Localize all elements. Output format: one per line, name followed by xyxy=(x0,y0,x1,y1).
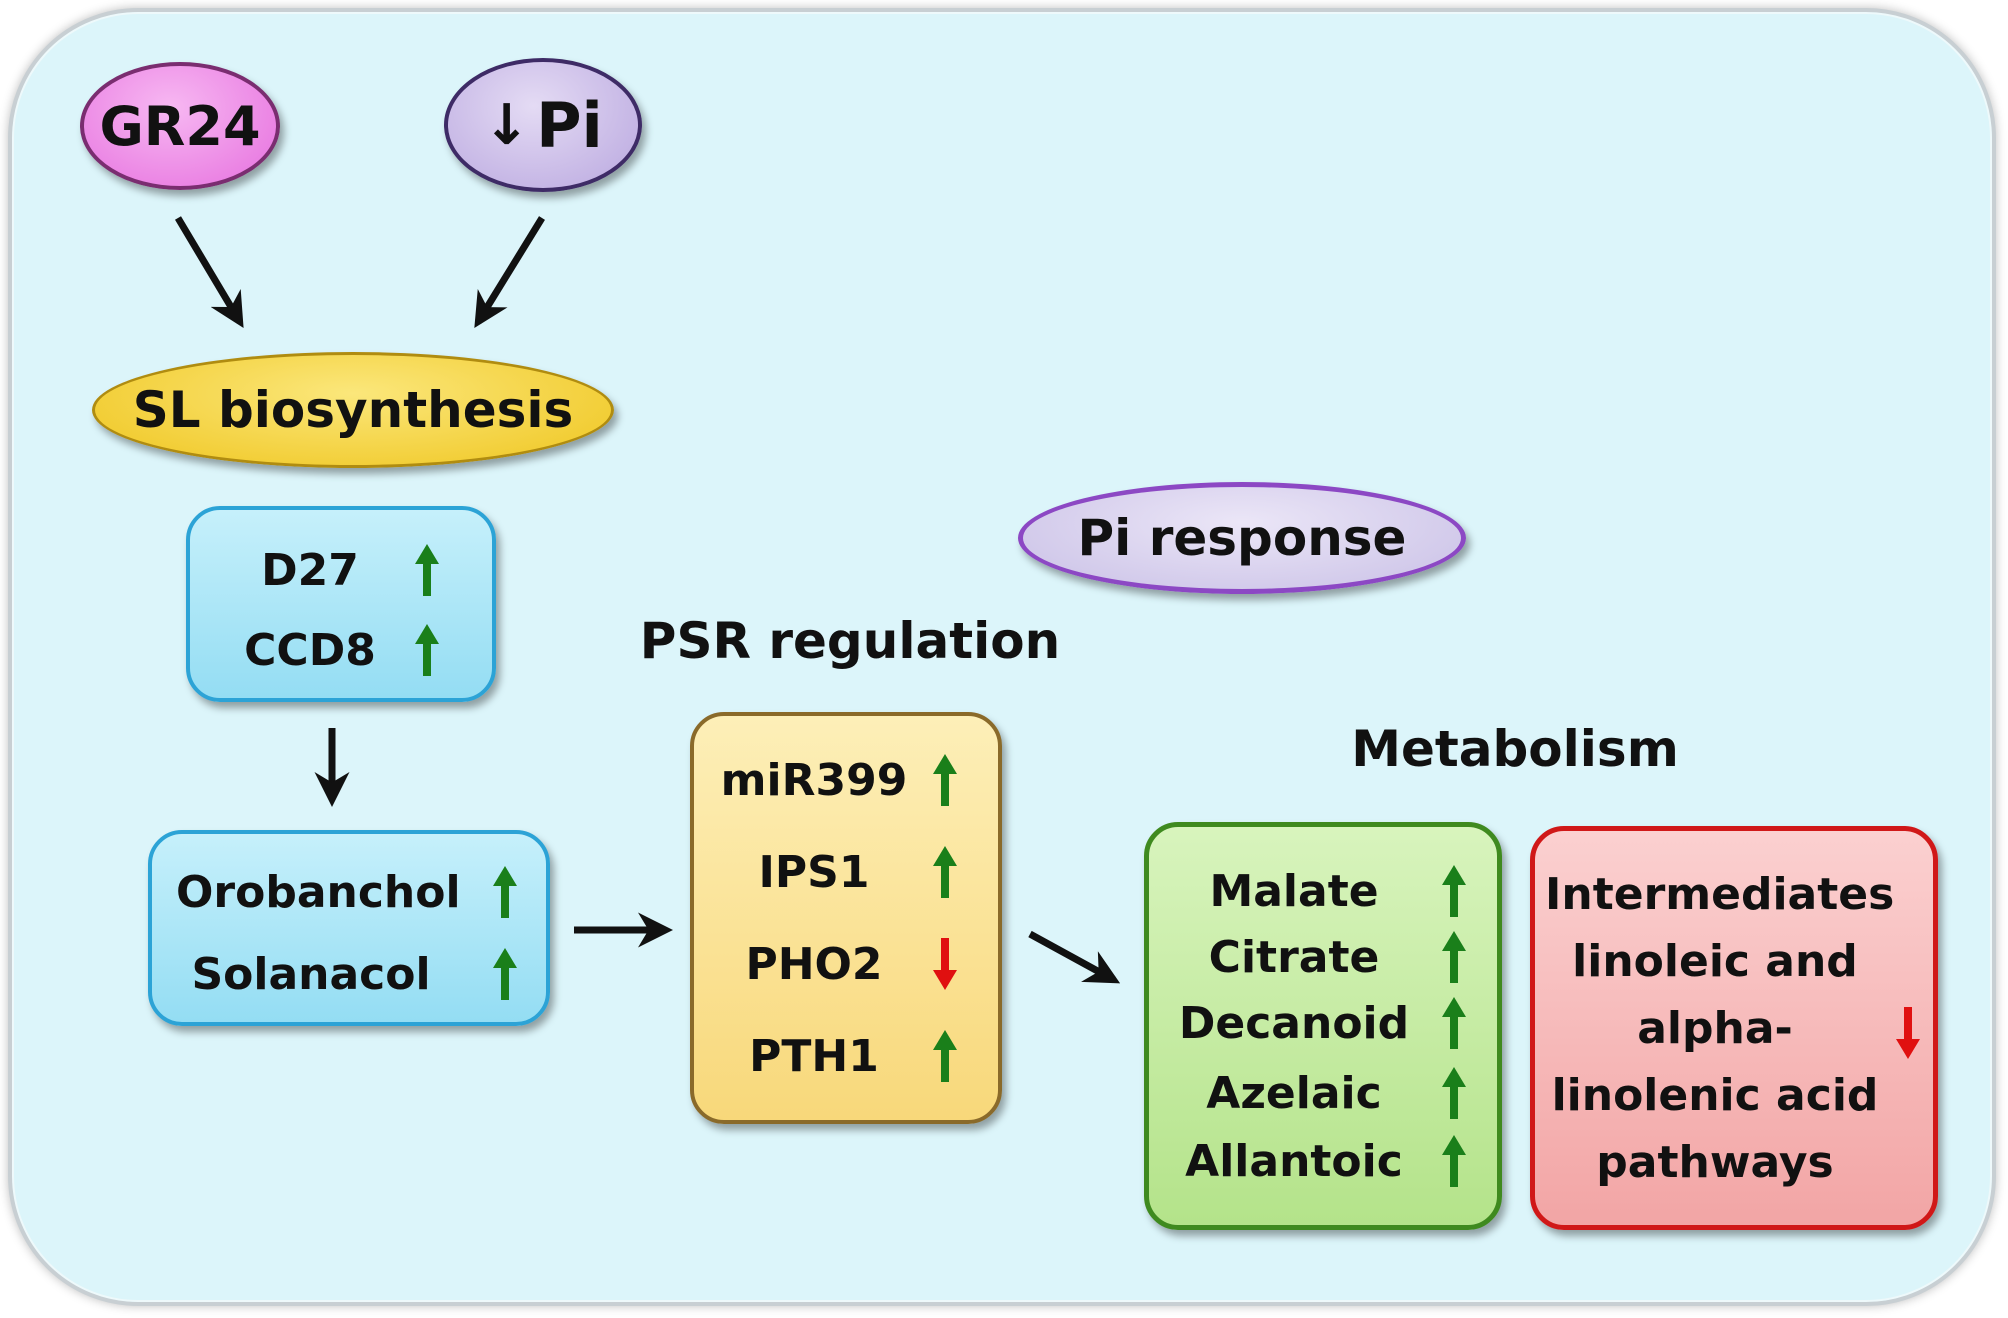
psr-label: PTH1 xyxy=(749,1030,879,1082)
psr-label: miR399 xyxy=(720,754,908,806)
metabolite-label: Malate xyxy=(1209,865,1379,917)
down-arrow-icon: ↓ xyxy=(483,92,531,158)
up-arrow-icon xyxy=(493,866,517,918)
metabolite-label: Decanoid xyxy=(1178,997,1410,1049)
list-item: D27 xyxy=(190,540,492,600)
sl-genes-box: D27 CCD8 xyxy=(186,506,496,702)
pathway-line: linoleic and xyxy=(1572,936,1858,987)
strigolactone-box: Orobanchol Solanacol xyxy=(148,830,550,1026)
strigolactone-label: Solanacol xyxy=(191,948,431,1000)
up-arrow-icon xyxy=(1442,1135,1466,1187)
metabolism-title: Metabolism xyxy=(1351,720,1679,778)
pathway-line: alpha- xyxy=(1637,1003,1793,1054)
metabolite-label: Citrate xyxy=(1208,931,1380,983)
gene-label: CCD8 xyxy=(244,624,376,676)
pathway-line: Intermediates xyxy=(1545,869,1895,920)
metabolites-up-box: Malate Citrate Decanoid Azelaic Allantoi… xyxy=(1144,822,1502,1230)
down-arrow-icon xyxy=(933,938,957,990)
list-item: miR399 xyxy=(694,750,998,810)
up-arrow-icon xyxy=(1442,1067,1466,1119)
list-item: Azelaic xyxy=(1149,1063,1497,1123)
metabolite-label: Azelaic xyxy=(1206,1067,1382,1119)
pathway-line: pathways xyxy=(1596,1137,1834,1188)
up-arrow-icon xyxy=(415,544,439,596)
up-arrow-icon xyxy=(933,754,957,806)
up-arrow-icon xyxy=(493,948,517,1000)
pathways-down-box: Intermediates linoleic and alpha- linole… xyxy=(1530,826,1938,1230)
list-item: CCD8 xyxy=(190,620,492,680)
arrow-gr24-to-sl xyxy=(174,216,244,329)
pi-response-node: Pi response xyxy=(1018,482,1466,594)
up-arrow-icon xyxy=(933,846,957,898)
psr-label: PHO2 xyxy=(745,938,883,990)
pathway-line: linolenic acid xyxy=(1551,1070,1879,1121)
arrow-psr-to-metabolism xyxy=(1028,930,1121,984)
psr-label: IPS1 xyxy=(758,846,870,898)
list-item: Allantoic xyxy=(1149,1131,1497,1191)
up-arrow-icon xyxy=(1442,931,1466,983)
arrow-pi-to-sl xyxy=(474,216,545,328)
list-item: PTH1 xyxy=(694,1026,998,1086)
list-item: PHO2 xyxy=(694,934,998,994)
up-arrow-icon xyxy=(1442,997,1466,1049)
list-item: IPS1 xyxy=(694,842,998,902)
up-arrow-icon xyxy=(415,624,439,676)
up-arrow-icon xyxy=(933,1030,957,1082)
pi-label: Pi xyxy=(536,88,603,162)
gr24-node: GR24 xyxy=(80,62,280,190)
metabolite-label: Allantoic xyxy=(1185,1135,1403,1187)
up-arrow-icon xyxy=(1442,865,1466,917)
pi-response-label: Pi response xyxy=(1077,509,1407,567)
list-item: Citrate xyxy=(1149,927,1497,987)
psr-box: miR399 IPS1 PHO2 PTH1 xyxy=(690,712,1002,1124)
list-item: Decanoid xyxy=(1149,993,1497,1053)
down-arrow-icon xyxy=(1896,1007,1920,1059)
psr-regulation-title: PSR regulation xyxy=(639,612,1061,670)
sl-biosynthesis-label: SL biosynthesis xyxy=(132,381,574,439)
strigolactone-label: Orobanchol xyxy=(176,866,461,918)
list-item: Orobanchol xyxy=(152,862,546,922)
gene-label: D27 xyxy=(261,544,359,596)
list-item: Malate xyxy=(1149,861,1497,921)
gr24-label: GR24 xyxy=(99,94,261,158)
sl-biosynthesis-node: SL biosynthesis xyxy=(92,352,614,468)
low-pi-node: ↓ Pi xyxy=(444,58,642,192)
pathway-lines: Intermediates linoleic and alpha- linole… xyxy=(1545,861,1895,1196)
list-item: Solanacol xyxy=(152,944,546,1004)
